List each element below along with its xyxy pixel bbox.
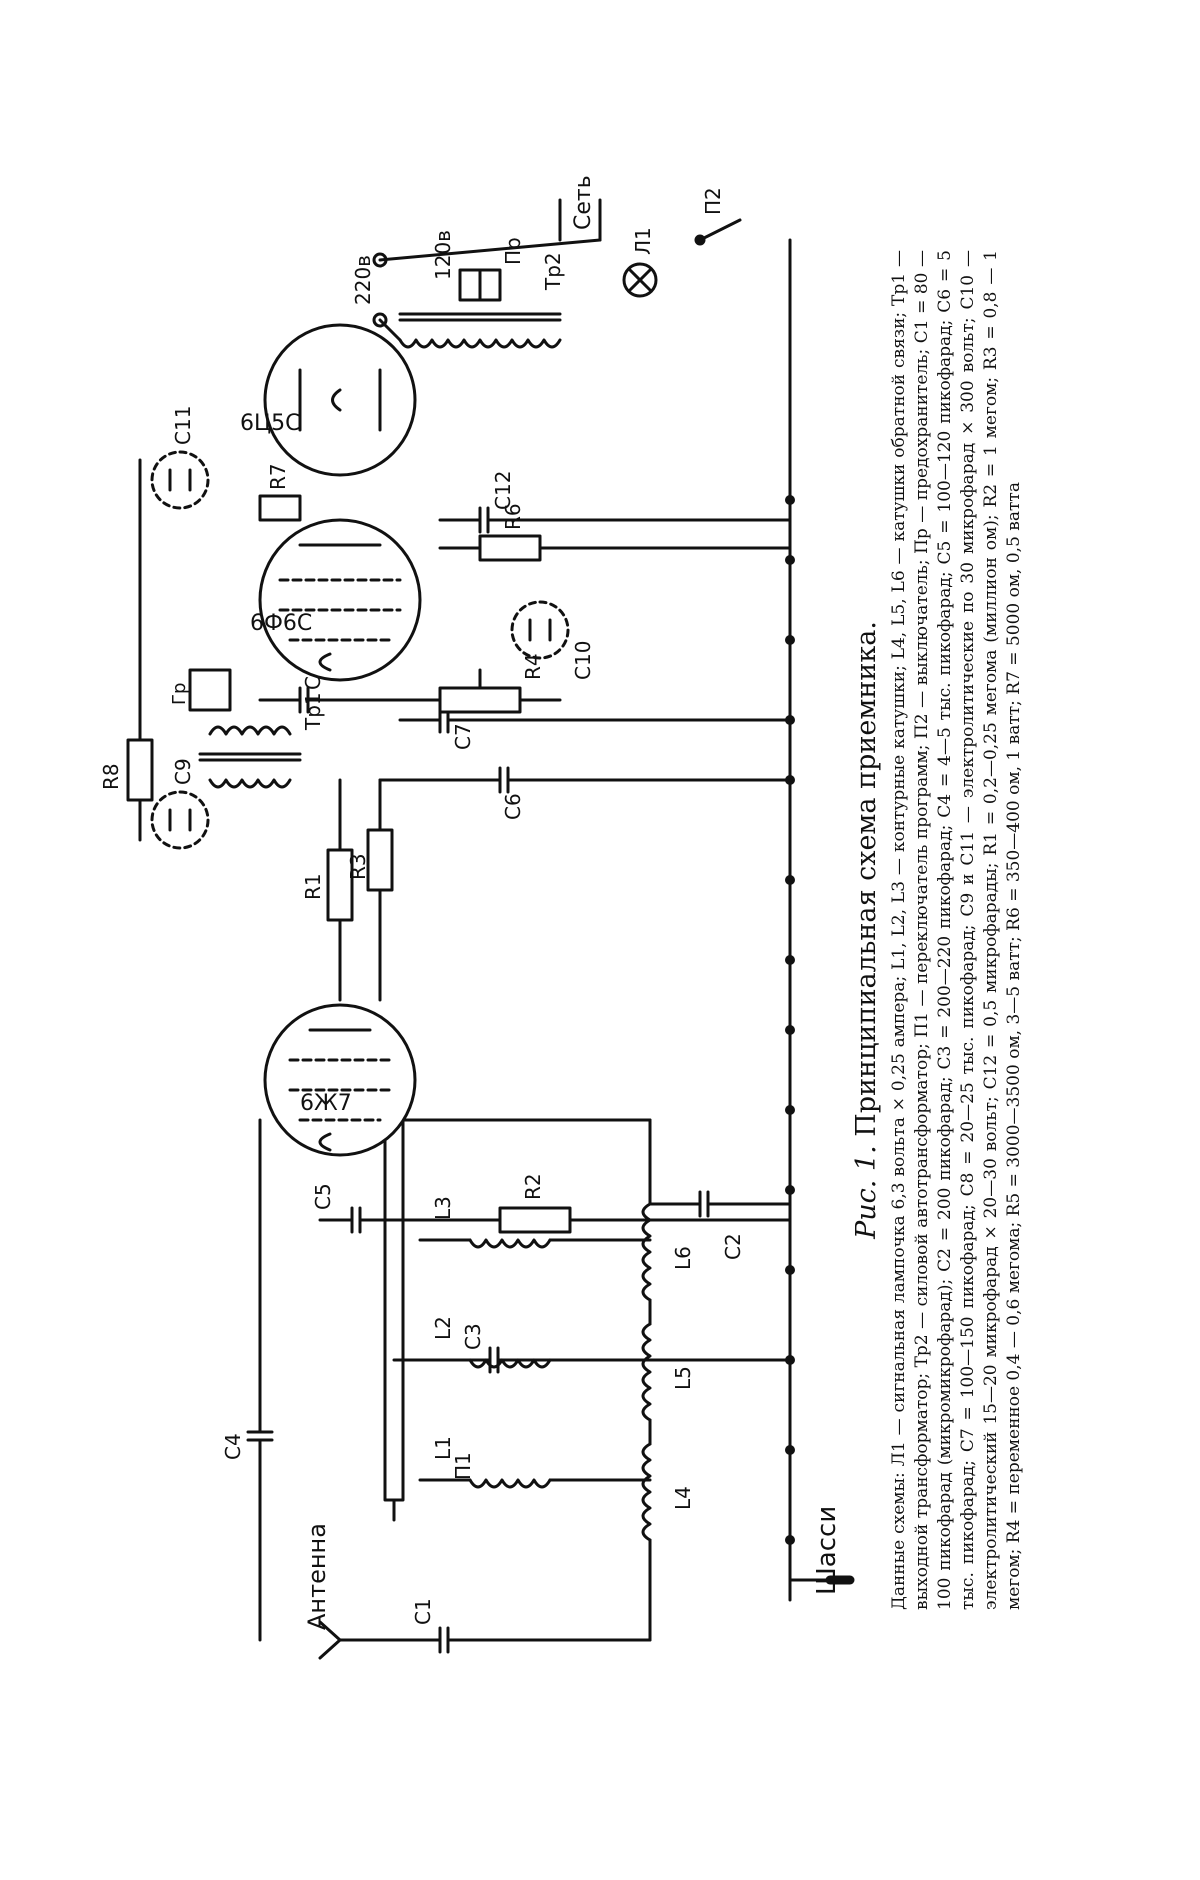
c5-label: C5 <box>311 1183 335 1210</box>
loudspeaker <box>190 670 230 710</box>
fuse <box>460 270 500 300</box>
program-switch-p1 <box>385 1120 403 1520</box>
l3-label: L3 <box>431 1196 455 1220</box>
tube-6ts5s <box>265 325 415 475</box>
tube1-label: 6Ж7 <box>300 1091 352 1116</box>
c4-label: C4 <box>221 1433 245 1460</box>
c2-label: C2 <box>721 1233 745 1260</box>
v120-label: 120в <box>431 230 455 280</box>
capacitor-c3 <box>394 1348 790 1372</box>
v220-label: 220в <box>351 255 375 305</box>
tube-6f6s <box>260 520 420 680</box>
resistor-r7 <box>260 496 300 520</box>
capacitor-c12 <box>440 508 790 532</box>
capacitor-c4 <box>248 1120 272 1640</box>
tube3-label: 6Ц5С <box>240 411 300 436</box>
speaker-label: Гр <box>169 683 190 705</box>
l2-label: L2 <box>431 1316 455 1340</box>
figure-description: Данные схемы: Л1 — сигнальная лампочка 6… <box>888 250 1026 1610</box>
capacitor-c10 <box>512 602 568 658</box>
lamp-label: Л1 <box>631 227 655 255</box>
pilot-lamp <box>624 264 656 296</box>
r7-label: R7 <box>266 463 290 490</box>
power-autotransformer-tr2 <box>400 314 560 347</box>
output-transformer-tr1 <box>200 727 300 787</box>
figure-number: Рис. 1. <box>851 1145 882 1239</box>
r8-label: R8 <box>99 763 123 790</box>
mains-label: Сеть <box>571 175 596 230</box>
capacitor-c9 <box>152 792 208 848</box>
tube-6zh7 <box>265 1005 415 1155</box>
power-switch-p2 <box>696 220 740 244</box>
resistor-r8 <box>128 460 152 840</box>
l4-label: L4 <box>671 1486 695 1510</box>
c6-label: C6 <box>501 793 525 820</box>
resistor-r3 <box>368 780 392 1000</box>
tr2-label: Тр2 <box>541 252 565 291</box>
figure-caption: Рис. 1. Принципиальная схема приемника. … <box>855 250 1026 1610</box>
p1-label: П1 <box>451 1452 475 1480</box>
r2-label: R2 <box>521 1173 545 1200</box>
c3-label: C3 <box>461 1323 485 1350</box>
r1-label: R1 <box>301 873 325 900</box>
fuse-label: Пр <box>501 237 525 265</box>
tr1-label: Тр1 <box>301 692 325 731</box>
capacitor-c5 <box>320 1208 394 1232</box>
capacitor-c11 <box>152 452 208 508</box>
c1-label: C1 <box>411 1598 435 1625</box>
c7-label: C7 <box>451 723 475 750</box>
r3-label: R3 <box>346 853 370 880</box>
ground-bus <box>785 240 850 1600</box>
resistor-r1 <box>328 780 352 1000</box>
antenna-label: Антенна <box>303 1523 331 1630</box>
p2-label: П2 <box>701 187 725 215</box>
c12-label: C12 <box>491 471 515 510</box>
l6-label: L6 <box>671 1246 695 1270</box>
capacitor-c2 <box>650 1192 790 1216</box>
c11-label: C11 <box>171 406 195 445</box>
chassis-label: Шасси <box>812 1506 842 1595</box>
l5-label: L5 <box>671 1366 695 1390</box>
figure-title-line: Рис. 1. Принципиальная схема приемника. <box>855 250 878 1610</box>
c9-label: C9 <box>171 758 195 785</box>
tube2-label: 6Ф6С <box>250 611 312 636</box>
c10-label: C10 <box>571 641 595 680</box>
capacitor-c6 <box>380 768 790 792</box>
resistor-r6 <box>440 536 790 560</box>
figure-title: Принципиальная схема приемника. <box>851 621 882 1137</box>
